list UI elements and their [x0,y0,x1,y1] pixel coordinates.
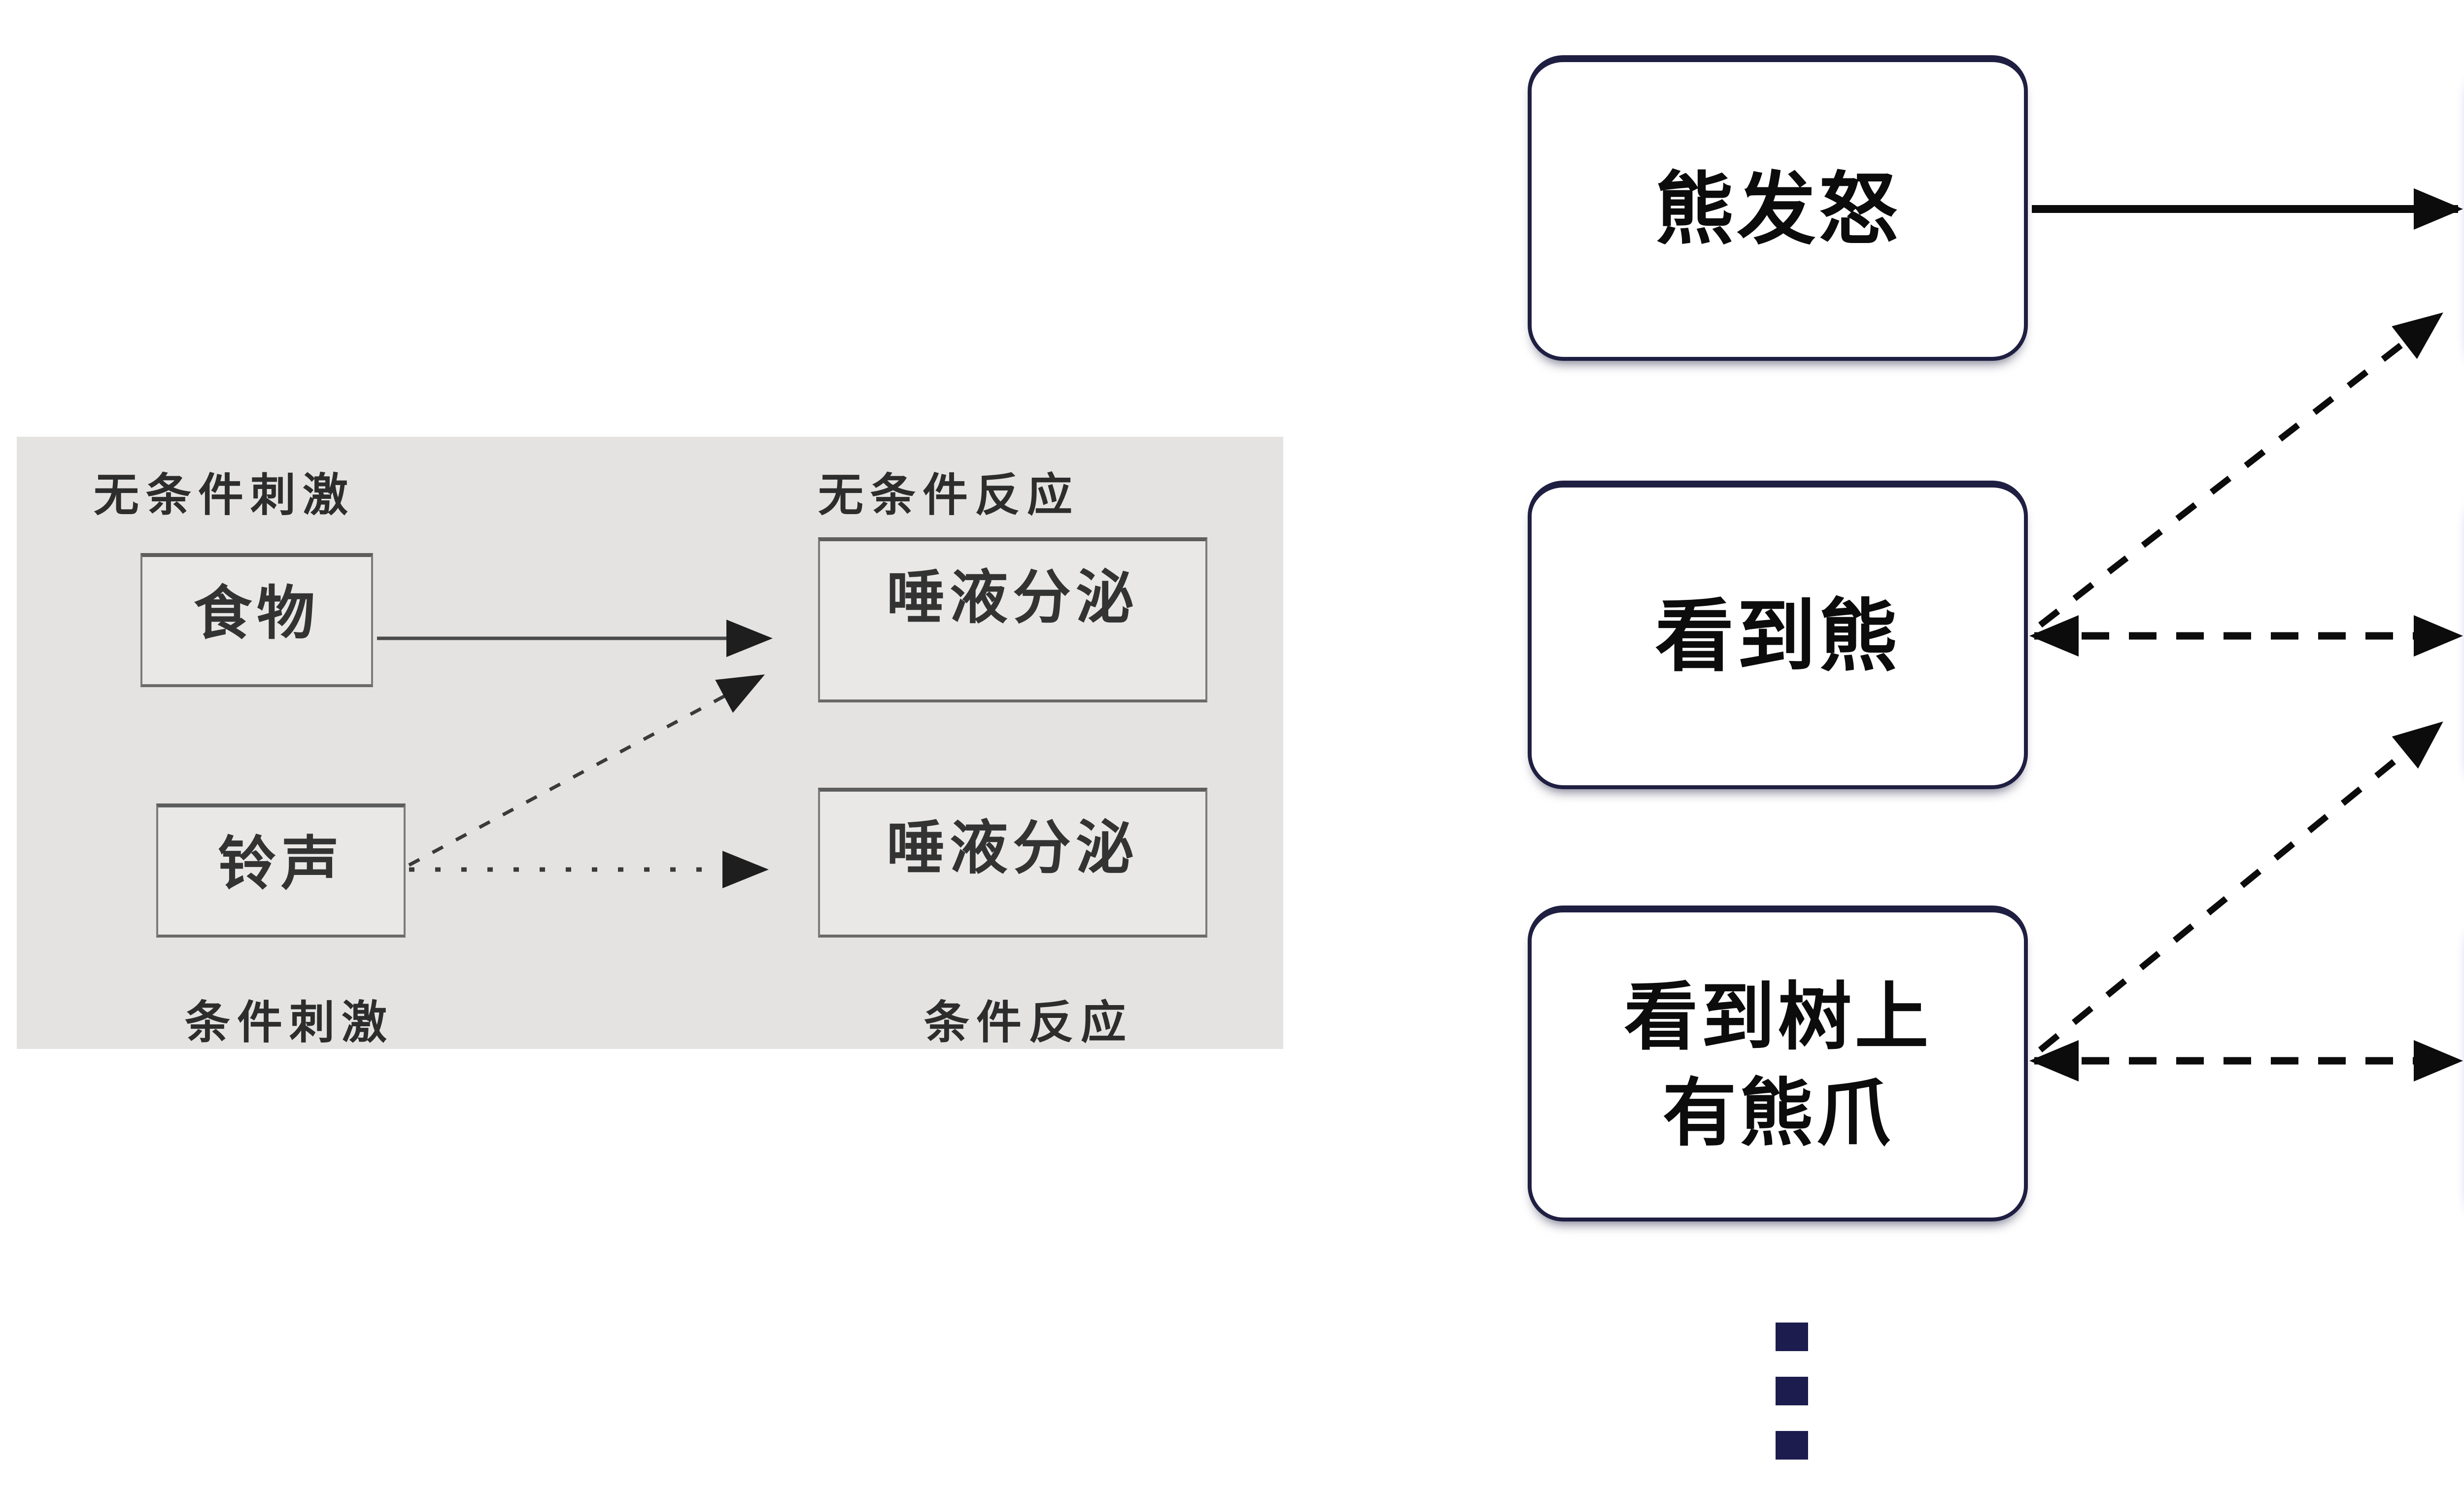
unconditioned-response-label: 无条件反应 [818,470,1080,521]
unconditioned-stimulus-label: 无条件刺激 [94,470,355,521]
salivation-top-box-label: 唾液分泌 [886,565,1139,630]
conditioned-response-label: 条件反应 [924,998,1133,1048]
stimulus-box-bear-anger-label: 熊发怒 [1655,165,1901,253]
stimulus-box-see-bear: 看到熊 [1528,481,2028,789]
food-box: 食物 [140,553,373,687]
ellipsis-dot [1776,1431,1808,1460]
salivation-top-box: 唾液分泌 [818,537,1207,702]
bell-box-label: 铃声 [217,832,344,897]
salivation-bottom-box-label: 唾液分泌 [886,816,1139,881]
stimulus-box-see-claws: 看到树上 有熊爪 [1528,906,2028,1221]
arrow-see-bear-to-reward-diagonal [2038,312,2443,628]
stimulus-box-bear-anger: 熊发怒 [1528,55,2028,361]
arrow-bell-to-salivation-top-dashed [408,674,765,867]
food-box-label: 食物 [193,581,320,646]
ellipsis-dot [1776,1377,1808,1405]
ellipsis-dot [1776,1323,1808,1351]
conditioned-stimulus-label: 条件刺激 [185,998,394,1048]
arrow-see-claws-to-value-s-prime-diagonal [2038,721,2443,1053]
bell-box: 铃声 [156,803,406,938]
salivation-bottom-box: 唾液分泌 [818,788,1207,938]
vertical-ellipsis-left [1776,1323,1808,1460]
stimulus-box-see-claws-label: 看到树上 有熊爪 [1624,975,1932,1154]
stimulus-box-see-bear-label: 看到熊 [1655,592,1901,680]
